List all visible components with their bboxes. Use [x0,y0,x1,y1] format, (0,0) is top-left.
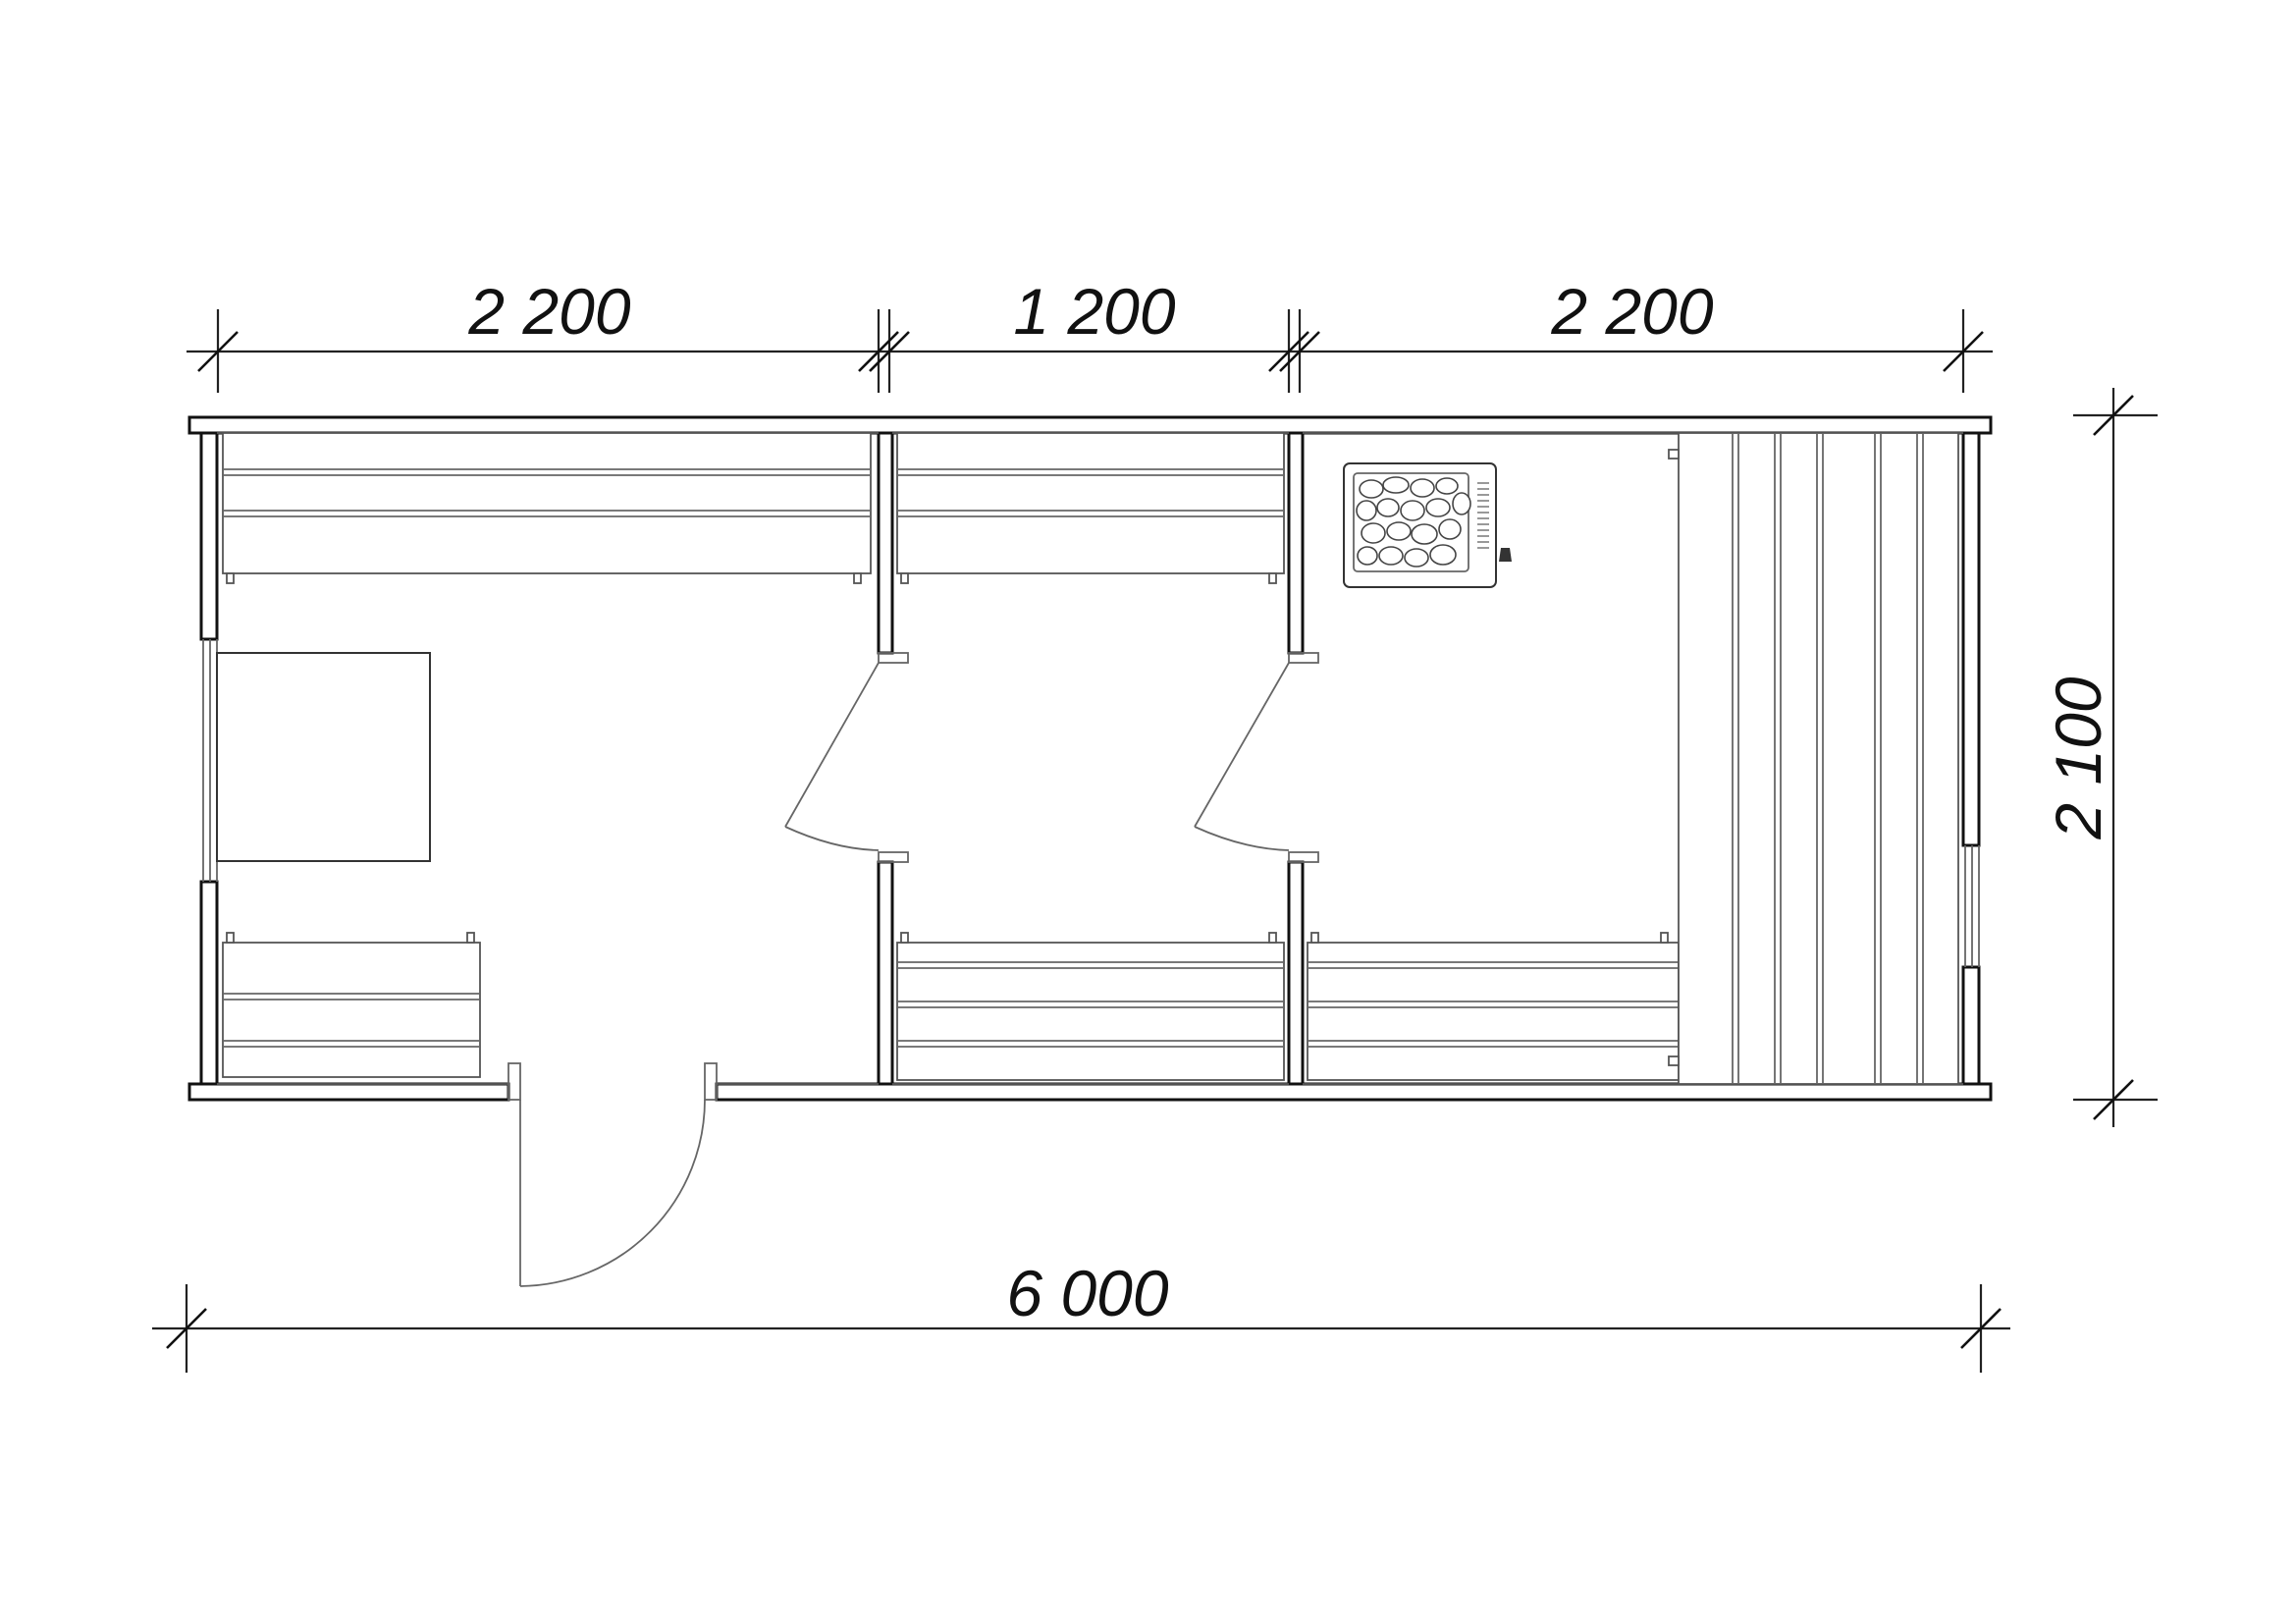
bench-lower-middle-room [896,932,1285,1081]
table [216,652,431,862]
bench-lower-left-room [222,932,481,1078]
window-right [1964,845,1980,967]
walls [187,415,1993,1102]
interior-door-1 [784,652,909,863]
dimension-label-top-left: 2 200 [467,275,630,348]
partition-2-lower [1287,860,1305,1086]
partition-1-upper [877,431,894,655]
dimension-label-overall-width: 6 000 [1006,1257,1168,1329]
interior-door-2 [1194,652,1319,863]
sauna-shelf [1668,432,1959,1085]
sauna-stones [1356,476,1471,568]
bench-upper-middle-room [896,432,1285,584]
wall-right-upper [1961,431,1981,847]
partition-2-upper [1287,431,1305,655]
wall-bottom-right [715,1082,1993,1102]
wall-left-lower [199,880,219,1086]
partition-1-lower [877,860,894,1086]
right-dimension-chain: 2 100 [2042,388,2158,1127]
wall-right-lower [1961,965,1981,1086]
bench-upper-left-room [222,432,872,584]
top-dimension-chain: 2 200 1 200 2 200 [187,275,1993,393]
stove-icon [1343,462,1512,588]
bench-lower-steam-room [1307,932,1680,1081]
wall-top [187,415,1993,435]
window-left [202,639,218,882]
wall-bottom-left [187,1082,510,1102]
wall-left-upper [199,431,219,641]
bottom-dimension-chain: 6 000 [152,1257,2010,1373]
entrance-door [507,1062,718,1287]
dimension-label-top-right: 2 200 [1550,275,1713,348]
dimension-label-top-middle: 1 200 [1013,275,1175,348]
dimension-label-overall-height: 2 100 [2042,676,2114,839]
